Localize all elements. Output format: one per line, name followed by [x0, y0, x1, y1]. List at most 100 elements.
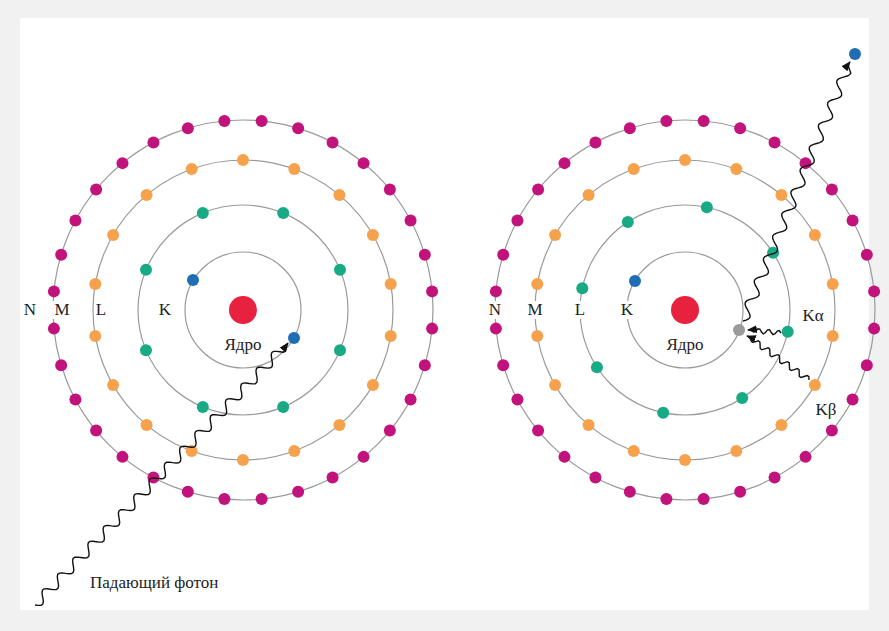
text-label: N: [22, 301, 38, 319]
electron-dot: [385, 330, 397, 342]
electron-dot: [809, 379, 821, 391]
electron-dot: [861, 249, 873, 261]
electron-dot: [847, 394, 859, 406]
electron-dot: [140, 264, 152, 276]
electron-dot: [277, 401, 289, 413]
electron-dot: [701, 201, 713, 213]
electron-dot: [107, 379, 119, 391]
text-label: M: [52, 301, 71, 319]
electron-dot: [730, 445, 742, 457]
electron-dot: [490, 323, 502, 335]
electron-dot: [90, 183, 102, 195]
electron-dot: [69, 214, 81, 226]
electron-dot: [218, 493, 230, 505]
electron-dot: [583, 419, 595, 431]
electron-dot: [256, 493, 268, 505]
electron-dot: [558, 451, 570, 463]
orbits: [53, 120, 875, 500]
electron-dot: [679, 454, 691, 466]
electron-dot: [558, 157, 570, 169]
electron-dot: [69, 394, 81, 406]
electron-dot: [734, 122, 746, 134]
text-label: K: [619, 301, 635, 319]
electron-dot: [679, 154, 691, 166]
electron-dot: [141, 419, 153, 431]
electron-dot: [218, 115, 230, 127]
electron-dot: [657, 407, 669, 419]
electron-dot: [405, 214, 417, 226]
electron-dot: [511, 394, 523, 406]
electron-dot: [826, 183, 838, 195]
electron-dot: [849, 48, 861, 60]
electron-dot: [182, 486, 194, 498]
electron-dot: [861, 359, 873, 371]
electron-dot: [237, 154, 249, 166]
panel: [20, 18, 869, 610]
nucleus: [229, 296, 257, 324]
electron-dot: [624, 486, 636, 498]
electron-dot: [90, 425, 102, 437]
electron-dot: [55, 359, 67, 371]
electron-dot: [660, 493, 672, 505]
electron-dot: [591, 361, 603, 373]
electron-dot: [48, 323, 60, 335]
electron-dot: [367, 379, 379, 391]
electron-dot: [141, 189, 153, 201]
electron-dot: [531, 330, 543, 342]
text-label: Kα: [800, 307, 825, 325]
electron-dot: [334, 344, 346, 356]
electron-dot: [385, 278, 397, 290]
electron-dot: [698, 115, 710, 127]
text-label: Ядро: [223, 336, 264, 354]
text-label: Ядро: [665, 336, 706, 354]
text-label: N: [487, 301, 503, 319]
electron-dot: [367, 229, 379, 241]
electron-dot: [769, 136, 781, 148]
electron-dot: [809, 229, 821, 241]
electron-dot: [736, 392, 748, 404]
electron-dot: [116, 157, 128, 169]
text-label: Kβ: [814, 401, 839, 419]
electron-dot: [847, 214, 859, 226]
electron-dot: [769, 472, 781, 484]
electron-dot: [734, 486, 746, 498]
electron-dot: [147, 136, 159, 148]
nucleus: [671, 296, 699, 324]
electron-dot: [589, 136, 601, 148]
electron-dot: [624, 122, 636, 134]
electron-dot: [532, 183, 544, 195]
electron-dot: [426, 323, 438, 335]
electron-dot: [629, 275, 641, 287]
electron-dot: [782, 326, 794, 338]
electron-dot: [237, 454, 249, 466]
electron-dot: [116, 451, 128, 463]
electron-dot: [333, 189, 345, 201]
electron-dot: [89, 330, 101, 342]
text-label: L: [94, 301, 108, 319]
electron-dot: [589, 472, 601, 484]
electron-dot: [334, 264, 346, 276]
electron-dot: [288, 332, 300, 344]
electron-dot: [256, 115, 268, 127]
electron-dot: [511, 214, 523, 226]
electron-dot: [868, 323, 880, 335]
incoming-photon: [35, 343, 288, 605]
electron-dot: [197, 401, 209, 413]
electron-dot: [827, 278, 839, 290]
electron-dot: [186, 163, 198, 175]
electron-dot: [333, 419, 345, 431]
electron-dot: [89, 278, 101, 290]
k-alpha-emission: [748, 329, 781, 335]
electron-dot: [358, 451, 370, 463]
text-label: K: [157, 301, 173, 319]
electron-dot: [549, 229, 561, 241]
text-label: M: [525, 301, 544, 319]
electron-dot: [405, 394, 417, 406]
electron-dot: [277, 207, 289, 219]
electron-dot: [549, 379, 561, 391]
electron-dot: [48, 285, 60, 297]
electron-dot: [182, 122, 194, 134]
electron-dot: [140, 344, 152, 356]
electron-dot: [660, 115, 672, 127]
